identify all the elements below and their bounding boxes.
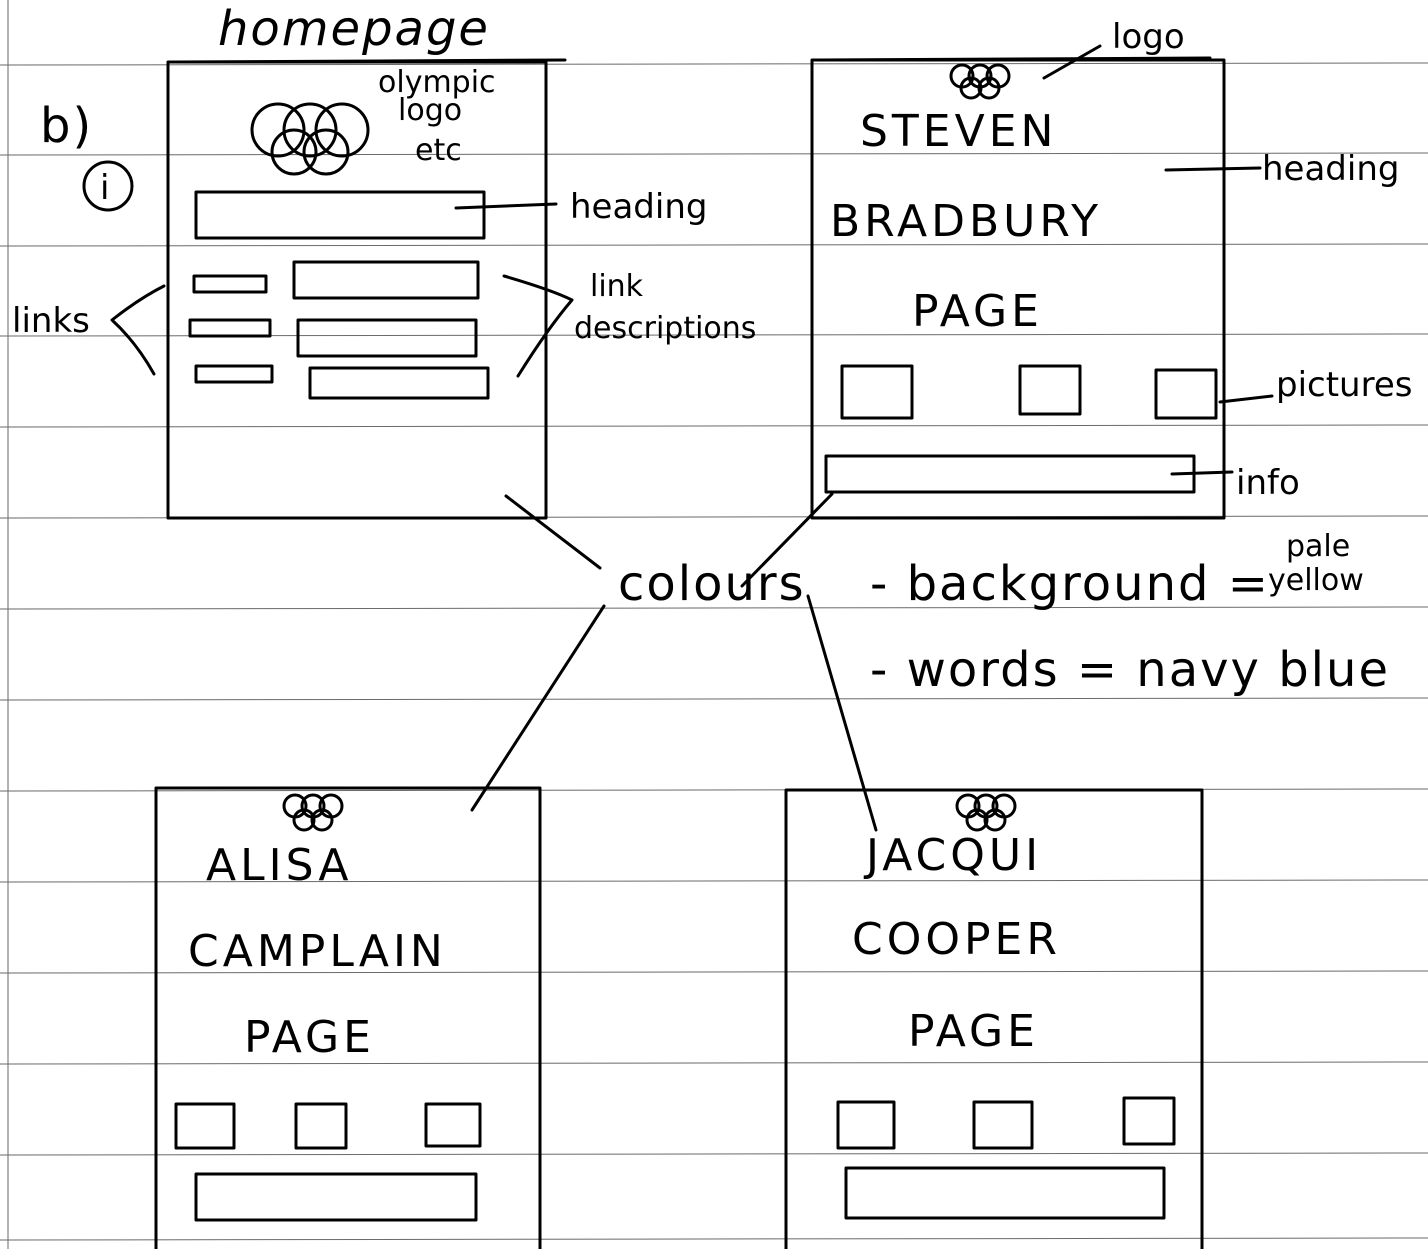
svg-text:etc: etc [415, 133, 462, 168]
info-box [194, 1172, 478, 1222]
svg-text:i: i [100, 168, 109, 208]
part-label: i [82, 160, 134, 212]
olympic-rings-icon [955, 793, 1017, 832]
heading-box [194, 190, 486, 240]
question-label: b) [40, 98, 93, 154]
jacqui-cooper-page-wireframe: JACQUI COOPER PAGE [784, 788, 1204, 1249]
colours-note: colours - background = pale yellow - wor… [470, 492, 1390, 832]
olympic-rings-icon [250, 102, 370, 176]
homepage-title: homepage [218, 1, 490, 57]
words-colour-label: - words = navy blue [870, 642, 1390, 698]
connector-steven [740, 492, 834, 588]
heading-annotation: heading [570, 187, 707, 227]
svg-text:logo: logo [398, 93, 462, 128]
alisa-camplain-page-wireframe: ALISA CAMPLAIN PAGE [154, 786, 542, 1249]
picture-box-3 [1122, 1096, 1176, 1146]
page-title-line-2: COOPER [852, 914, 1061, 965]
page-title-line-1: ALISA [206, 840, 352, 891]
pictures-annotation: pictures [1276, 365, 1412, 405]
page-title-line-2: CAMPLAIN [188, 926, 447, 977]
picture-box-2 [294, 1102, 348, 1150]
homepage-wireframe: homepage olympic logo etc heading links … [12, 1, 756, 520]
olympic-rings-icon [282, 793, 344, 832]
link-description-box-1 [292, 260, 480, 300]
page-title-line-3: PAGE [908, 1006, 1039, 1057]
heading-annotation: heading [1262, 149, 1399, 189]
info-box [824, 454, 1196, 494]
svg-text:descriptions: descriptions [574, 311, 756, 346]
page-title-line-2: BRADBURY [830, 196, 1102, 247]
link-box-1 [192, 274, 268, 294]
link-box-2 [188, 318, 272, 338]
background-colour-value-2: yellow [1268, 563, 1364, 598]
picture-box-3 [424, 1102, 482, 1148]
colours-label: colours [618, 556, 806, 612]
logo-note: olympic logo etc [378, 65, 496, 168]
svg-text:link: link [590, 269, 644, 304]
info-box [844, 1166, 1166, 1220]
page-title-line-3: PAGE [244, 1012, 375, 1063]
link-description-box-2 [296, 318, 478, 358]
page-title-line-3: PAGE [912, 286, 1043, 337]
page-title-line-1: JACQUI [863, 830, 1042, 881]
page-title-line-1: STEVEN [860, 106, 1057, 157]
link-description-box-3 [308, 366, 490, 400]
link-descriptions-annotation: link descriptions [574, 269, 756, 346]
picture-box-1 [174, 1102, 236, 1150]
picture-box-2 [972, 1100, 1034, 1150]
logo-annotation: logo [1112, 17, 1185, 57]
connector-alisa [470, 604, 606, 812]
background-colour-value-1: pale [1286, 529, 1350, 564]
steven-bradbury-page-wireframe: logo STEVEN BRADBURY PAGE heading pictur… [810, 17, 1412, 520]
olympic-rings-icon [949, 63, 1011, 100]
picture-box-1 [840, 364, 914, 420]
connector-homepage [504, 494, 602, 570]
background-colour-label: - background = [870, 556, 1270, 612]
links-annotation: links [12, 301, 90, 341]
picture-box-1 [836, 1100, 896, 1150]
connector-jacqui [806, 594, 878, 832]
link-box-3 [194, 364, 274, 384]
picture-box-2 [1018, 364, 1082, 416]
picture-box-3 [1154, 368, 1218, 420]
svg-text:olympic: olympic [378, 65, 496, 100]
info-annotation: info [1236, 463, 1300, 503]
